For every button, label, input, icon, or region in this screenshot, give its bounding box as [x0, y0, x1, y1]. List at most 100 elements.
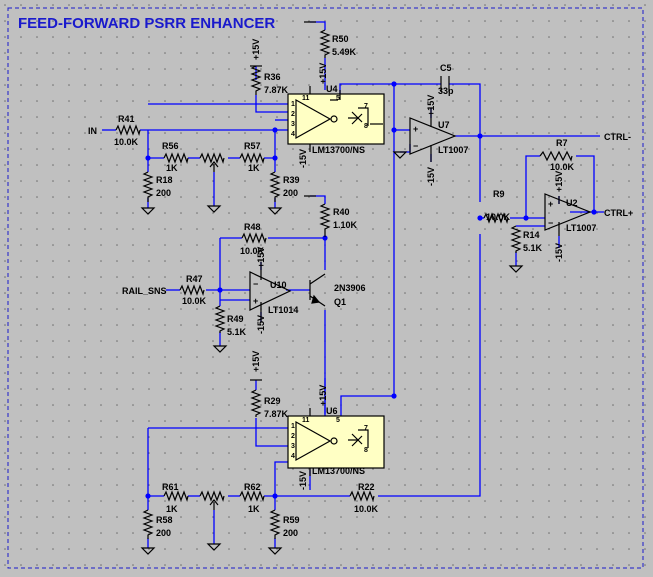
- opamp-u7: + − U7 LT1007 +15V -15V: [409, 95, 468, 186]
- svg-text:8: 8: [364, 447, 368, 454]
- r47-ref: R47: [186, 274, 203, 284]
- r36-ref: R36: [264, 72, 281, 82]
- svg-text:5: 5: [336, 95, 340, 102]
- c5-ref: C5: [440, 63, 452, 73]
- svg-text:+: +: [548, 199, 553, 209]
- junctions: [145, 81, 597, 499]
- supply-markers: +15V +15V: [250, 21, 316, 381]
- r9-val: 10.0K: [486, 212, 511, 222]
- svg-text:+15V: +15V: [256, 247, 266, 268]
- r49-ref: R49: [227, 314, 244, 324]
- svg-text:−: −: [413, 141, 418, 151]
- r39-body: [269, 171, 281, 202]
- r40-val: 1.10K: [333, 220, 358, 230]
- svg-text:−: −: [548, 218, 553, 228]
- r39-val: 200: [283, 188, 298, 198]
- q1-ref: Q1: [334, 297, 346, 307]
- net-ctrl-plus: CTRL+: [604, 208, 633, 218]
- r48-val: 10.0K: [240, 246, 265, 256]
- r56-val: 1K: [166, 163, 178, 173]
- r14-val: 5.1K: [523, 243, 543, 253]
- r62-val: 1K: [248, 504, 260, 514]
- u10-ref: U10: [270, 280, 287, 290]
- sheet-border: [7, 7, 644, 569]
- r9-ref: R9: [493, 189, 505, 199]
- r41-body: [115, 124, 141, 137]
- r56-ref: R56: [162, 141, 179, 151]
- u10-part: LT1014: [268, 305, 298, 315]
- r48-body: [241, 232, 267, 245]
- svg-text:7: 7: [364, 103, 368, 110]
- r14-body: [510, 225, 522, 253]
- r49-body: [214, 305, 226, 333]
- r58-body: [142, 509, 154, 539]
- pot1-body: [199, 152, 225, 165]
- r48-ref: R48: [244, 222, 261, 232]
- r7-val: 10.0K: [550, 162, 575, 172]
- svg-text:1: 1: [291, 423, 295, 430]
- u6-ref: U6: [326, 406, 338, 416]
- r7-body: [539, 150, 573, 162]
- r29-val: 7.87K: [264, 409, 289, 419]
- pot2-wiper: [209, 499, 219, 510]
- svg-text:3: 3: [291, 443, 295, 450]
- u6-part: LM13700/NS: [312, 466, 365, 476]
- svg-text:3: 3: [291, 121, 295, 128]
- r50-ref: R50: [332, 34, 349, 44]
- r57-ref: R57: [244, 141, 261, 151]
- r61-val: 1K: [166, 504, 178, 514]
- svg-text:−: −: [253, 279, 258, 289]
- r22-val: 10.0K: [354, 504, 379, 514]
- svg-text:+15V: +15V: [554, 171, 564, 192]
- ground-symbols: [140, 151, 524, 555]
- u2-part: LT1007: [566, 223, 596, 233]
- u7-part: LT1007: [438, 145, 468, 155]
- r40-ref: R40: [333, 207, 350, 217]
- svg-text:5: 5: [336, 417, 340, 424]
- svg-text:-15V: -15V: [298, 149, 308, 168]
- r36-body: [250, 65, 262, 95]
- r29-ref: R29: [264, 396, 281, 406]
- r47-val: 10.0K: [182, 296, 207, 306]
- r61-body: [163, 490, 189, 503]
- r58-ref: R58: [156, 515, 173, 525]
- net-in: IN: [88, 126, 97, 136]
- r9-body: [483, 212, 509, 225]
- r56-body: [163, 152, 189, 165]
- ic-u6: 1 2 3 4 11 5 7 8 U6 LM13700/NS +15V -15V: [287, 385, 385, 490]
- opamp-u10: − + U10 LT1014 +15V -15V: [249, 247, 298, 334]
- svg-text:+15V: +15V: [251, 39, 261, 60]
- svg-text:+: +: [253, 296, 258, 306]
- r57-body: [239, 152, 265, 165]
- r36-val: 7.87K: [264, 85, 289, 95]
- r58-val: 200: [156, 528, 171, 538]
- transistor-q1: 2N3906 Q1: [309, 273, 366, 307]
- r40-body: [319, 203, 331, 237]
- r18-body: [142, 171, 154, 202]
- wires: [102, 21, 604, 548]
- r61-ref: R61: [162, 482, 179, 492]
- r49-val: 5.1K: [227, 327, 247, 337]
- r62-ref: R62: [244, 482, 261, 492]
- svg-text:2: 2: [291, 111, 295, 118]
- r41-ref: R41: [118, 114, 135, 124]
- r59-body: [269, 509, 281, 539]
- svg-text:-15V: -15V: [554, 243, 564, 262]
- r62-body: [239, 490, 265, 503]
- svg-text:+15V: +15V: [318, 63, 328, 84]
- svg-text:4: 4: [291, 453, 295, 460]
- pot1-wiper: [209, 161, 219, 172]
- r14-ref: R14: [523, 230, 540, 240]
- r50-val: 5.49K: [332, 47, 357, 57]
- svg-text:+15V: +15V: [426, 95, 436, 116]
- svg-text:4: 4: [291, 131, 295, 138]
- r22-ref: R22: [358, 482, 375, 492]
- r41-val: 10.0K: [114, 137, 139, 147]
- svg-text:+15V: +15V: [318, 385, 328, 406]
- u7-ref: U7: [438, 120, 450, 130]
- opamp-u2: + − U2 LT1007 +15V -15V: [544, 171, 596, 262]
- r39-ref: R39: [283, 175, 300, 185]
- net-ctrl-minus: CTRL-: [604, 132, 631, 142]
- svg-text:-15V: -15V: [298, 471, 308, 490]
